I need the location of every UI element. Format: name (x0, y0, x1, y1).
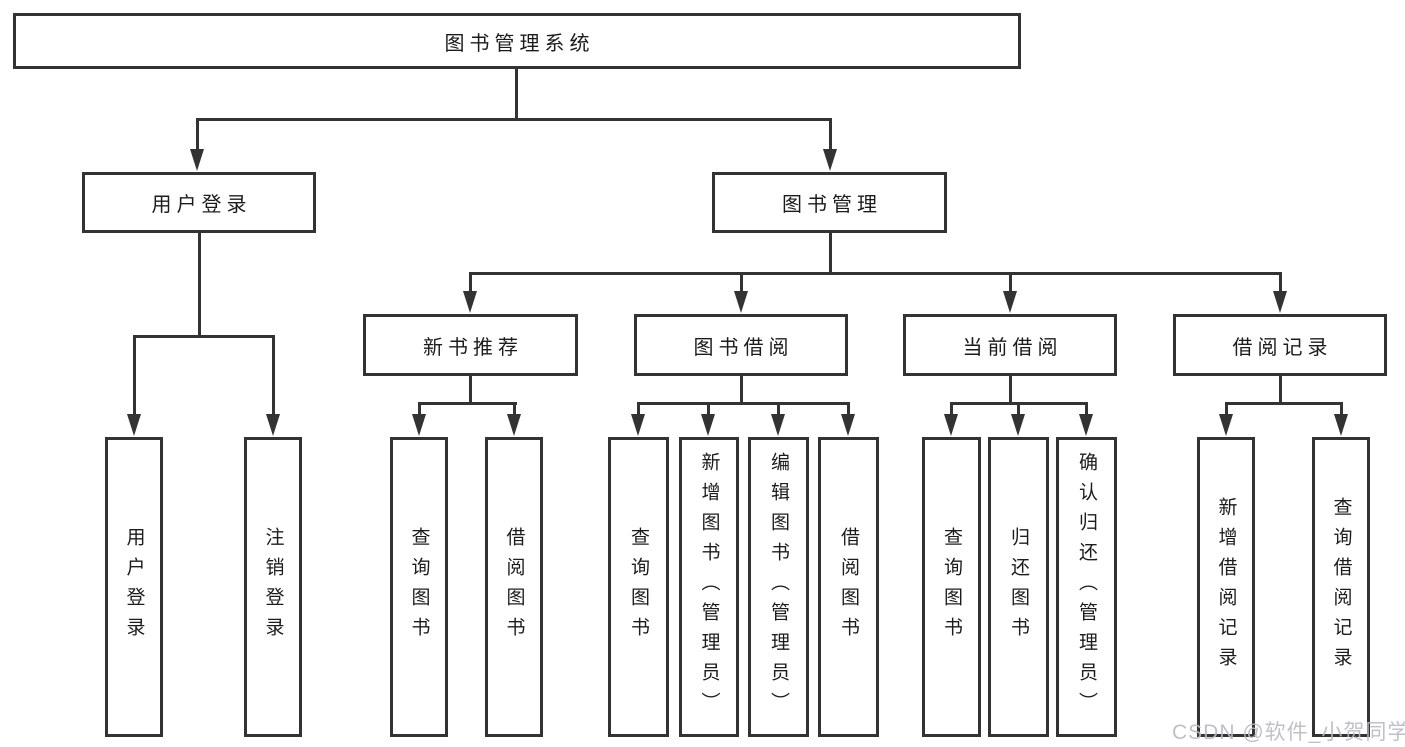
connector-drop-book-management (829, 118, 832, 150)
node-library-management-system: 图书管理系统 (13, 13, 1021, 69)
leaf-confirm-return-admin: 确认归还（管理员） (1056, 437, 1117, 737)
leaf-return-books: 归还图书 (988, 437, 1049, 737)
connector-drop (513, 402, 516, 416)
connector-drop (777, 402, 780, 416)
arrow-down-icon (1079, 414, 1093, 436)
connector-current-stem (1009, 376, 1012, 404)
arrow-down-icon (463, 291, 477, 313)
node-new-book-recommend: 新书推荐 (363, 314, 578, 376)
leaf-add-books-admin: 新增图书（管理员） (679, 437, 739, 737)
arrow-down-icon (823, 149, 837, 171)
arrow-down-icon (701, 414, 715, 436)
arrow-down-icon (507, 414, 521, 436)
arrow-down-icon (631, 414, 645, 436)
connector-drop-leaf-logout (272, 335, 275, 416)
arrow-down-icon (1219, 414, 1233, 436)
leaf-user-login: 用户登录 (105, 437, 163, 737)
connector-drop (847, 402, 850, 416)
leaf-logout: 注销登录 (244, 437, 302, 737)
arrow-down-icon (944, 414, 958, 436)
connector-drop (637, 402, 640, 416)
connector-drop-borrow (740, 272, 743, 292)
leaf-edit-books-admin: 编辑图书（管理员） (748, 437, 809, 737)
connector-drop (1225, 402, 1228, 416)
arrow-down-icon (1334, 414, 1348, 436)
connector-drop-user-login (196, 118, 199, 150)
connector-drop (1340, 402, 1343, 416)
connector-drop (707, 402, 710, 416)
arrow-down-icon (1273, 291, 1287, 313)
arrow-down-icon (190, 149, 204, 171)
connector-drop-leaf-login (133, 335, 136, 416)
connector-drop-current (1009, 272, 1012, 292)
leaf-query-books-current: 查询图书 (922, 437, 981, 737)
arrow-down-icon (771, 414, 785, 436)
arrow-down-icon (1011, 414, 1025, 436)
connector-drop-records (1279, 272, 1282, 292)
connector-root-stem (515, 69, 518, 119)
leaf-add-borrow-record: 新增借阅记录 (1197, 437, 1255, 737)
connector-root-hbar (196, 118, 832, 121)
arrow-down-icon (127, 414, 141, 436)
connector-drop (1017, 402, 1020, 416)
connector-recommend-stem (469, 376, 472, 404)
leaf-borrow-books: 借阅图书 (818, 437, 879, 737)
connector-records-stem (1279, 376, 1282, 404)
arrow-down-icon (412, 414, 426, 436)
leaf-query-books-recommend: 查询图书 (390, 437, 448, 737)
connector-borrow-hbar (637, 402, 850, 405)
connector-management-hbar (469, 272, 1282, 275)
leaf-query-books-borrow: 查询图书 (608, 437, 669, 737)
connector-drop (418, 402, 421, 416)
connector-recommend-hbar (418, 402, 517, 405)
node-book-borrow: 图书借阅 (634, 314, 848, 376)
node-borrow-records: 借阅记录 (1173, 314, 1387, 376)
csdn-watermark: CSDN @软件_小贺同学 (1172, 721, 1405, 744)
node-user-login: 用户登录 (82, 172, 316, 233)
leaf-query-borrow-record: 查询借阅记录 (1312, 437, 1370, 737)
arrow-down-icon (734, 291, 748, 313)
arrow-down-icon (1003, 291, 1017, 313)
arrow-down-icon (841, 414, 855, 436)
connector-records-hbar (1225, 402, 1343, 405)
connector-login-hbar (133, 335, 275, 338)
connector-drop (950, 402, 953, 416)
connector-login-stem (198, 233, 201, 336)
node-current-borrow: 当前借阅 (903, 314, 1117, 376)
leaf-borrow-books-recommend: 借阅图书 (485, 437, 543, 737)
arrow-down-icon (266, 414, 280, 436)
node-book-management: 图书管理 (712, 172, 947, 233)
connector-drop (1085, 402, 1088, 416)
connector-drop-recommend (469, 272, 472, 292)
connector-management-stem (829, 233, 832, 273)
connector-borrow-stem (740, 376, 743, 404)
